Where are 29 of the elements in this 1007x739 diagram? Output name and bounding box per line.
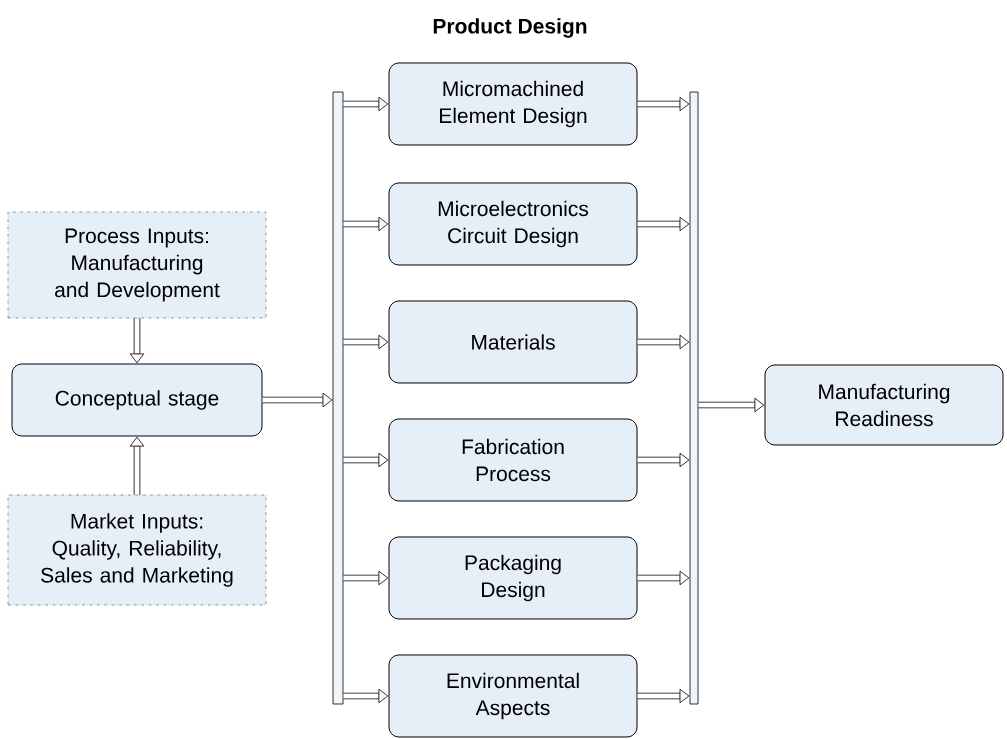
arrow xyxy=(343,452,389,468)
arrow xyxy=(343,570,389,586)
process-box: Micromachined Element Design xyxy=(388,62,638,146)
input-box: Process Inputs: Manufacturing and Development xyxy=(7,211,267,319)
process-box: Microelectronics Circuit Design xyxy=(388,182,638,266)
arrow xyxy=(262,392,333,408)
arrow xyxy=(637,96,690,112)
title: Product Design xyxy=(433,18,587,38)
process-box: Packaging Design xyxy=(388,536,638,620)
arrow xyxy=(637,688,690,704)
bus-bar xyxy=(332,91,344,705)
arrow xyxy=(343,96,389,112)
process-box: Materials xyxy=(388,300,638,384)
arrow xyxy=(637,452,690,468)
arrow xyxy=(698,397,765,413)
arrow xyxy=(129,436,145,495)
process-box: Environmental Aspects xyxy=(388,654,638,738)
arrow xyxy=(637,216,690,232)
arrow xyxy=(343,688,389,704)
arrow xyxy=(637,570,690,586)
arrow xyxy=(343,216,389,232)
input-box: Market Inputs: Quality, Reliability, Sales and Marketing xyxy=(7,494,267,606)
bus-bar xyxy=(689,91,699,705)
process-box: Conceptual stage xyxy=(11,363,263,437)
arrow xyxy=(343,334,389,350)
process-box: Manufacturing Readiness xyxy=(764,364,1004,446)
arrow xyxy=(129,318,145,364)
process-box: Fabrication Process xyxy=(388,418,638,502)
arrow xyxy=(637,334,690,350)
